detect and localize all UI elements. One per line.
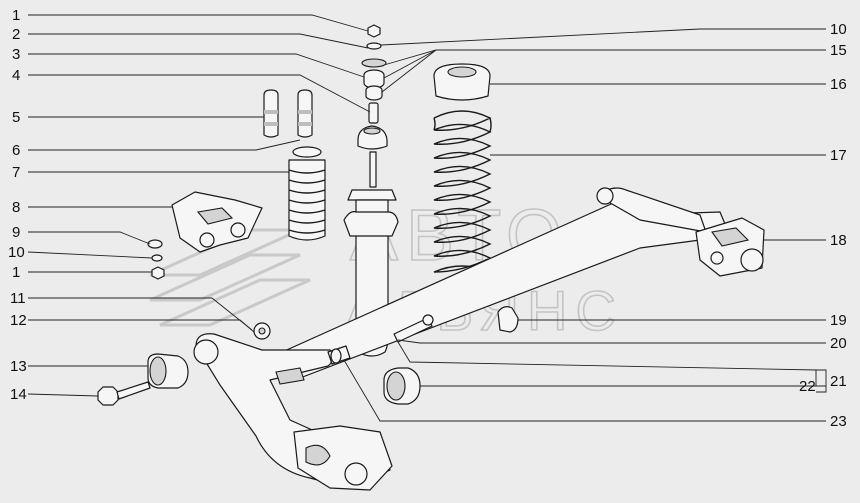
callout-14: 14 <box>10 386 27 403</box>
callout-1-lower: 1 <box>12 264 20 281</box>
callout-5: 5 <box>12 109 20 126</box>
shock-absorber <box>343 151 399 357</box>
leader-lines <box>27 14 827 422</box>
right-bracket <box>695 217 765 277</box>
callout-10-right: 10 <box>830 21 847 38</box>
silent-block-13 <box>147 353 189 389</box>
coil-spring <box>433 110 492 285</box>
rear-axle-beam <box>259 187 731 379</box>
callout-18: 18 <box>830 232 847 249</box>
bump-stops <box>263 89 313 138</box>
spring-seat <box>433 63 491 101</box>
small-fasteners-left <box>147 239 165 280</box>
callout-23: 23 <box>830 413 847 430</box>
shock-lower-bolt <box>393 314 434 343</box>
bushing-22 <box>383 367 421 405</box>
callouts-left: 1 2 3 4 5 6 7 8 9 10 1 11 12 13 14 <box>8 7 27 403</box>
shock-upper-mount <box>357 125 388 150</box>
callout-9: 9 <box>12 224 20 241</box>
bolt-14 <box>97 381 151 406</box>
dust-boot <box>288 146 326 241</box>
bushing-19 <box>497 306 519 333</box>
callout-13: 13 <box>10 358 27 375</box>
callout-3: 3 <box>12 46 20 63</box>
spring-bracket <box>171 191 263 253</box>
callout-10-left: 10 <box>8 244 25 261</box>
wheel-carrier <box>293 425 393 491</box>
callouts-right: 10 15 16 17 18 19 20 21 22 23 <box>799 21 847 430</box>
sleeve-23 <box>327 345 351 365</box>
callout-16: 16 <box>830 76 847 93</box>
callout-20: 20 <box>830 335 847 352</box>
callout-19: 19 <box>830 312 847 329</box>
callout-7: 7 <box>12 164 20 181</box>
callout-22: 22 <box>799 378 816 395</box>
callout-17: 17 <box>830 147 847 164</box>
callout-21: 21 <box>830 373 847 390</box>
callout-11: 11 <box>10 290 26 307</box>
callout-6: 6 <box>12 142 20 159</box>
callout-15: 15 <box>830 42 847 59</box>
callout-2: 2 <box>12 26 20 43</box>
callout-12: 12 <box>10 312 27 329</box>
callout-4: 4 <box>12 67 20 84</box>
pivot-bushing <box>253 322 271 340</box>
shock-top-nut-stack <box>361 24 387 124</box>
callout-8: 8 <box>12 199 20 216</box>
callout-1: 1 <box>12 7 20 24</box>
